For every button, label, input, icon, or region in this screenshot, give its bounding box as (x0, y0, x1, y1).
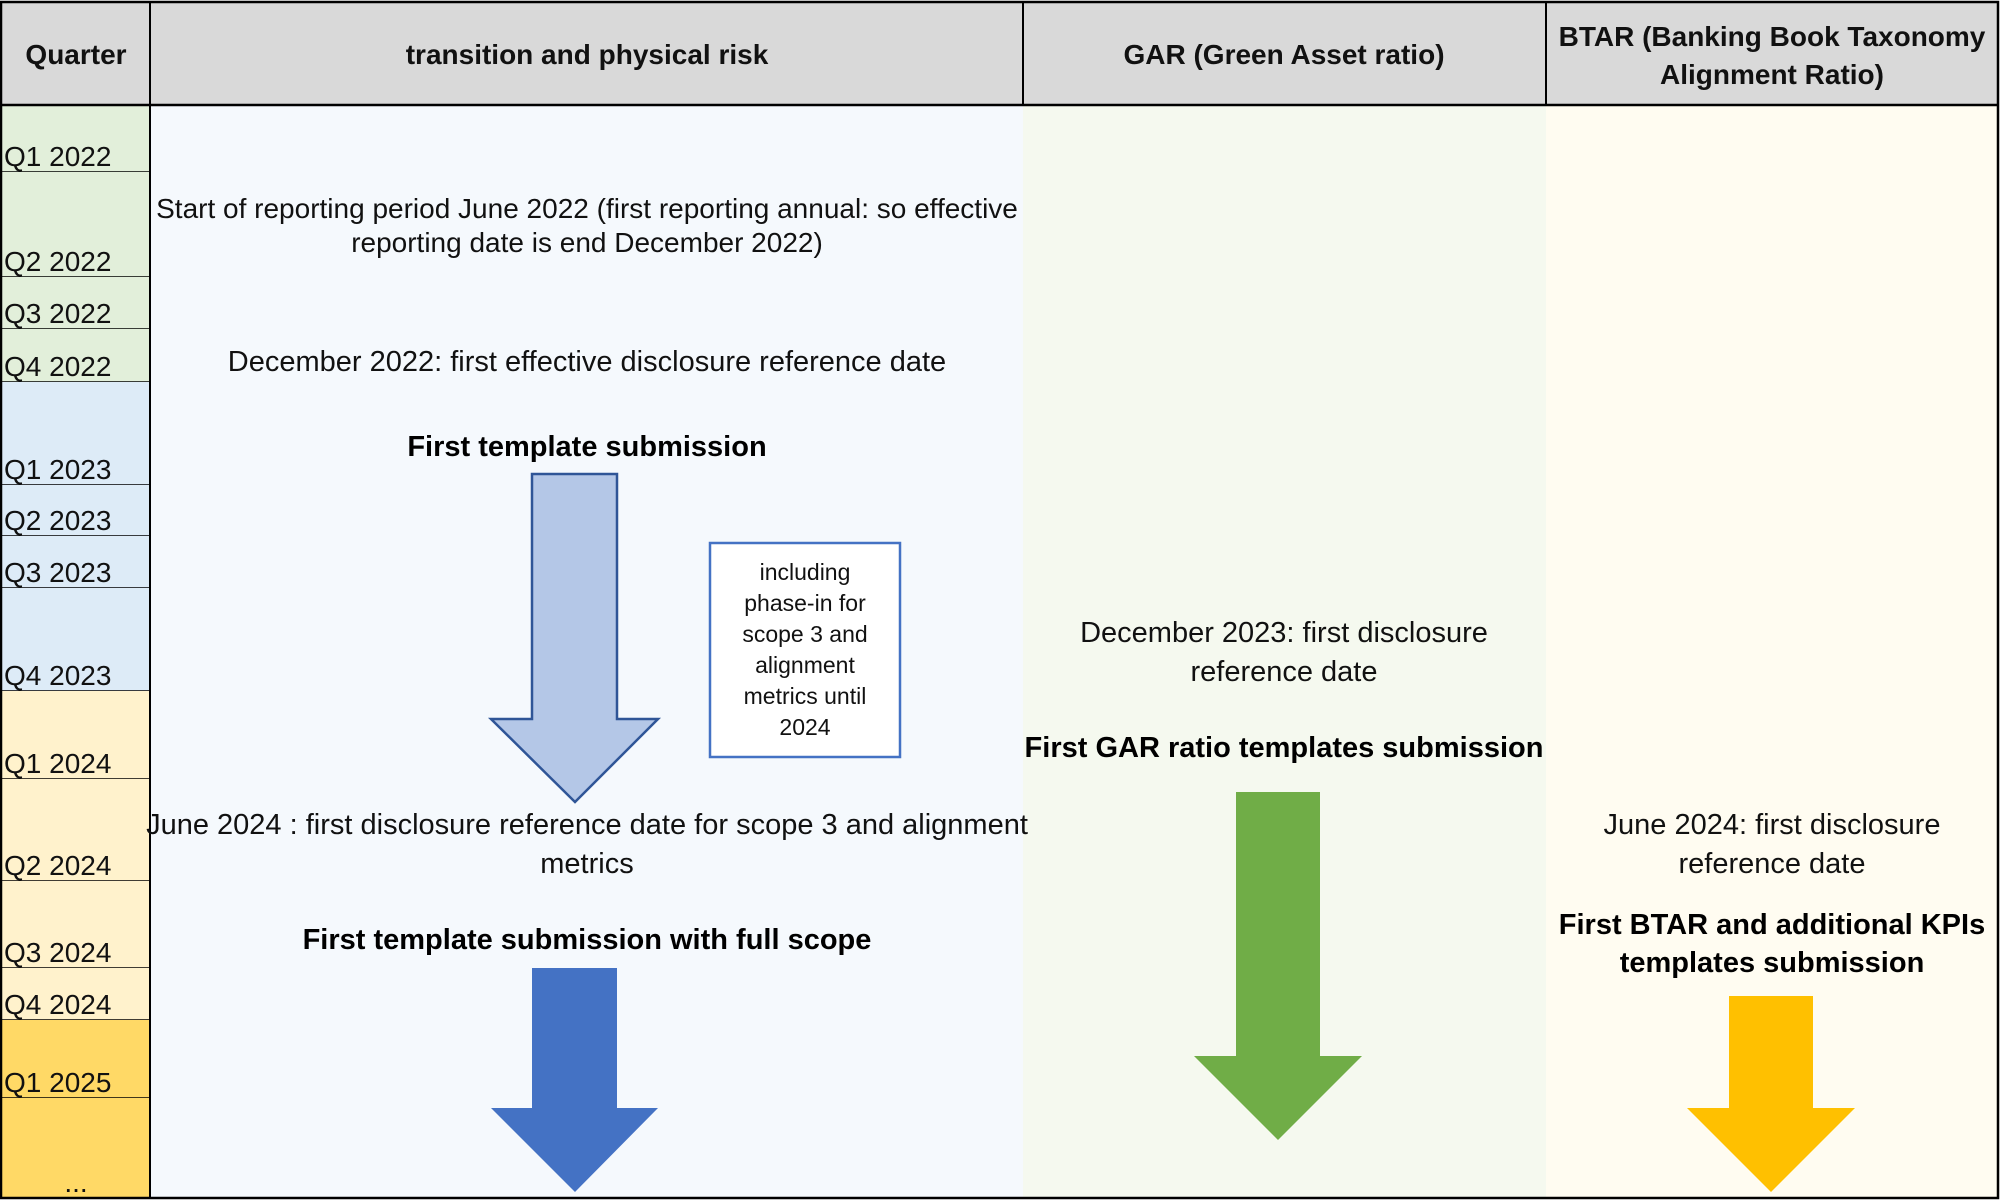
quarter-label: Q1 2022 (4, 141, 111, 172)
quarter-label: Q1 2024 (4, 748, 111, 779)
header-transition: transition and physical risk (406, 39, 769, 70)
first-submission-arrow (487, 472, 662, 804)
quarter-label: Q2 2024 (4, 850, 111, 881)
june-2024-scope3-line1: June 2024 : first disclosure reference d… (146, 809, 1028, 841)
quarter-cell (1, 881, 150, 968)
quarter-label: Q3 2023 (4, 557, 111, 588)
quarter-cell (1, 329, 150, 382)
header-quarter: Quarter (25, 39, 126, 70)
phase-in-note-line-5: metrics until (744, 683, 867, 709)
phase-in-note-line-1: including (760, 559, 851, 585)
phase-in-note-line-4: alignment (755, 652, 855, 678)
dec-2023-gar-line1: December 2023: first disclosure (1080, 617, 1488, 649)
phase-in-note-line-3: scope 3 and (742, 621, 867, 647)
quarter-cell (1, 105, 150, 172)
quarter-cell (1, 691, 150, 779)
phase-in-note-line-6: 2024 (779, 714, 830, 740)
quarter-cell (1, 779, 150, 881)
header-btar-line1: BTAR (Banking Book Taxonomy (1559, 21, 1986, 52)
header-row-bg (1, 2, 1998, 105)
quarter-label: Q4 2022 (4, 351, 111, 382)
btar-submission-line1: First BTAR and additional KPIs (1559, 909, 1985, 941)
dec-2022-reference-date: December 2022: first effective disclosur… (228, 346, 946, 378)
quarter-cell (1, 277, 150, 329)
quarter-column: Q1 2022 Q2 2022 Q3 2022 Q4 2022 Q1 2023 Q2 20… (1, 105, 150, 1198)
header-gar: GAR (Green Asset ratio) (1123, 39, 1444, 70)
quarter-label: Q2 2023 (4, 505, 111, 536)
first-template-submission: First template submission (407, 431, 766, 463)
reporting-start-line2: reporting date is end December 2022) (351, 227, 823, 258)
quarter-cell (1, 968, 150, 1020)
quarter-label: Q3 2022 (4, 298, 111, 329)
full-scope-submission: First template submission with full scop… (303, 924, 872, 956)
quarter-cell (1, 536, 150, 588)
dec-2023-gar-line2: reference date (1190, 656, 1377, 688)
gar-arrow (1194, 792, 1362, 1140)
quarter-cell (1, 1098, 150, 1198)
quarter-cell (1, 1020, 150, 1098)
quarter-cell (1, 485, 150, 536)
june-2024-btar-line2: reference date (1678, 848, 1865, 880)
june-2024-btar-line1: June 2024: first disclosure (1604, 809, 1941, 841)
quarter-label: ... (64, 1167, 87, 1198)
gar-submission: First GAR ratio templates submission (1025, 732, 1544, 764)
reporting-start-line1: Start of reporting period June 2022 (fir… (156, 193, 1018, 224)
quarter-label: Q1 2023 (4, 454, 111, 485)
quarter-cell (1, 588, 150, 691)
header-btar-line2: Alignment Ratio) (1660, 59, 1884, 90)
quarter-label: Q2 2022 (4, 246, 111, 277)
quarter-label: Q4 2024 (4, 989, 111, 1020)
phase-in-note-line-2: phase-in for (744, 590, 866, 616)
quarter-cell (1, 172, 150, 277)
quarter-label: Q1 2025 (4, 1067, 111, 1098)
quarter-label: Q3 2024 (4, 937, 111, 968)
june-2024-scope3-line2: metrics (540, 848, 633, 880)
phase-in-note-box (708, 541, 902, 759)
quarter-label: Q4 2023 (4, 660, 111, 691)
quarter-cell (1, 382, 150, 485)
full-scope-arrow (491, 968, 658, 1192)
btar-arrow (1687, 996, 1855, 1192)
btar-submission-line2: templates submission (1620, 947, 1925, 979)
